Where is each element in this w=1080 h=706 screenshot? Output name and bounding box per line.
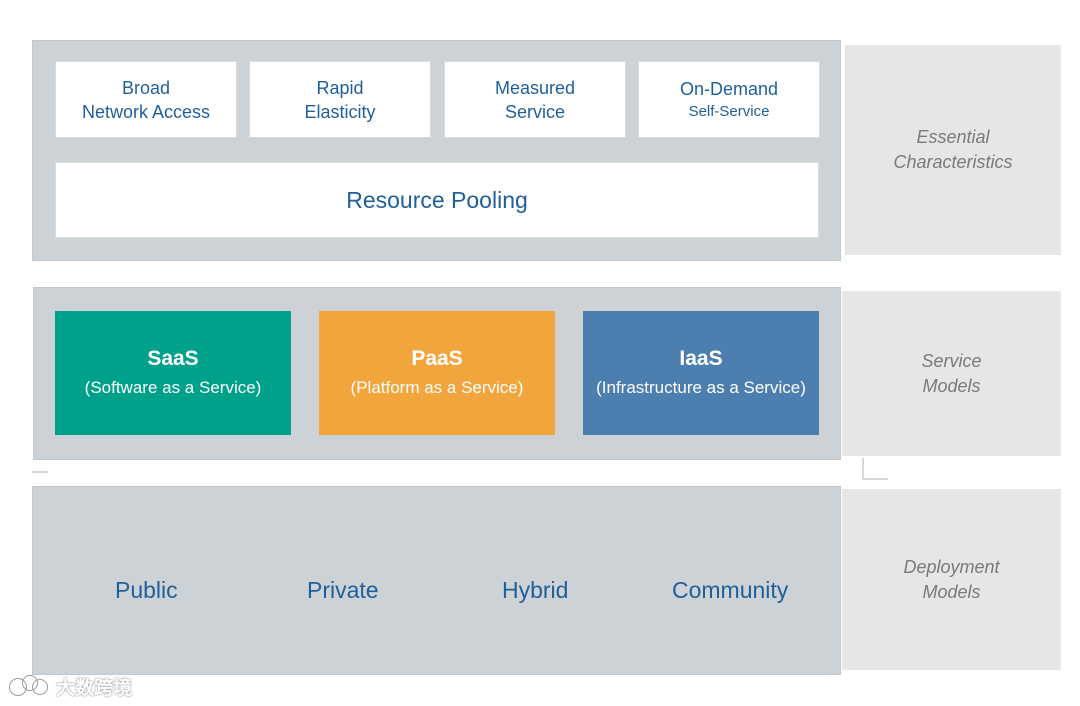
deployment-model-private: Private	[307, 577, 379, 603]
side-label-line2: Models	[922, 581, 981, 602]
watermark: 大数跨境	[8, 672, 132, 700]
characteristic-on-demand-self-service: On-Demand Self-Service	[639, 62, 819, 137]
characteristic-line2: Elasticity	[304, 101, 376, 122]
characteristic-broad-network-access: Broad Network Access	[56, 62, 236, 137]
side-label-line1: Service	[921, 350, 982, 371]
service-model-full-name: (Platform as a Service)	[350, 378, 524, 397]
service-model-name: PaaS	[411, 347, 463, 370]
deployment-model-public: Public	[115, 577, 178, 603]
deployment-model-hybrid: Hybrid	[502, 577, 569, 603]
side-label-line1: Essential	[916, 127, 990, 147]
characteristic-line2: Service	[504, 101, 566, 122]
watermark-text: 大数跨境	[56, 677, 133, 699]
cloud-logo-icon	[9, 675, 48, 696]
connector-line	[862, 478, 888, 480]
characteristic-rapid-elasticity: Rapid Elasticity	[250, 62, 430, 137]
service-model-iaas: IaaS (Infrastructure as a Service)	[583, 311, 819, 435]
service-model-saas: SaaS (Software as a Service)	[55, 311, 291, 435]
service-model-name: IaaS	[679, 347, 723, 370]
characteristic-line1: Rapid	[316, 77, 364, 98]
deployment-model-community: Community	[672, 577, 789, 603]
service-models-label: Service Models	[842, 291, 1061, 456]
characteristic-line2: Network Access	[81, 101, 211, 122]
side-label-line2: Characteristics	[893, 152, 1013, 172]
characteristic-line1: On-Demand	[679, 78, 779, 99]
side-label-line2: Models	[922, 375, 981, 396]
characteristic-measured-service: Measured Service	[445, 62, 625, 137]
connector-line	[862, 458, 864, 480]
characteristic-line1: Broad	[121, 77, 171, 98]
service-model-full-name: (Software as a Service)	[84, 378, 262, 397]
service-model-name: SaaS	[147, 347, 199, 370]
resource-pooling-label: Resource Pooling	[346, 186, 528, 213]
connector-line	[32, 471, 48, 473]
deployment-models-label: Deployment Models	[842, 489, 1061, 670]
characteristic-line1: Measured	[494, 77, 576, 98]
characteristic-line2: Self-Service	[688, 102, 770, 120]
service-model-paas: PaaS (Platform as a Service)	[319, 311, 555, 435]
resource-pooling-box: Resource Pooling	[56, 163, 818, 237]
service-model-full-name: (Infrastructure as a Service)	[596, 378, 806, 397]
essential-characteristics-label: Essential Characteristics	[845, 45, 1061, 255]
deployment-models-panel	[32, 486, 841, 675]
side-label-line1: Deployment	[903, 556, 1000, 577]
